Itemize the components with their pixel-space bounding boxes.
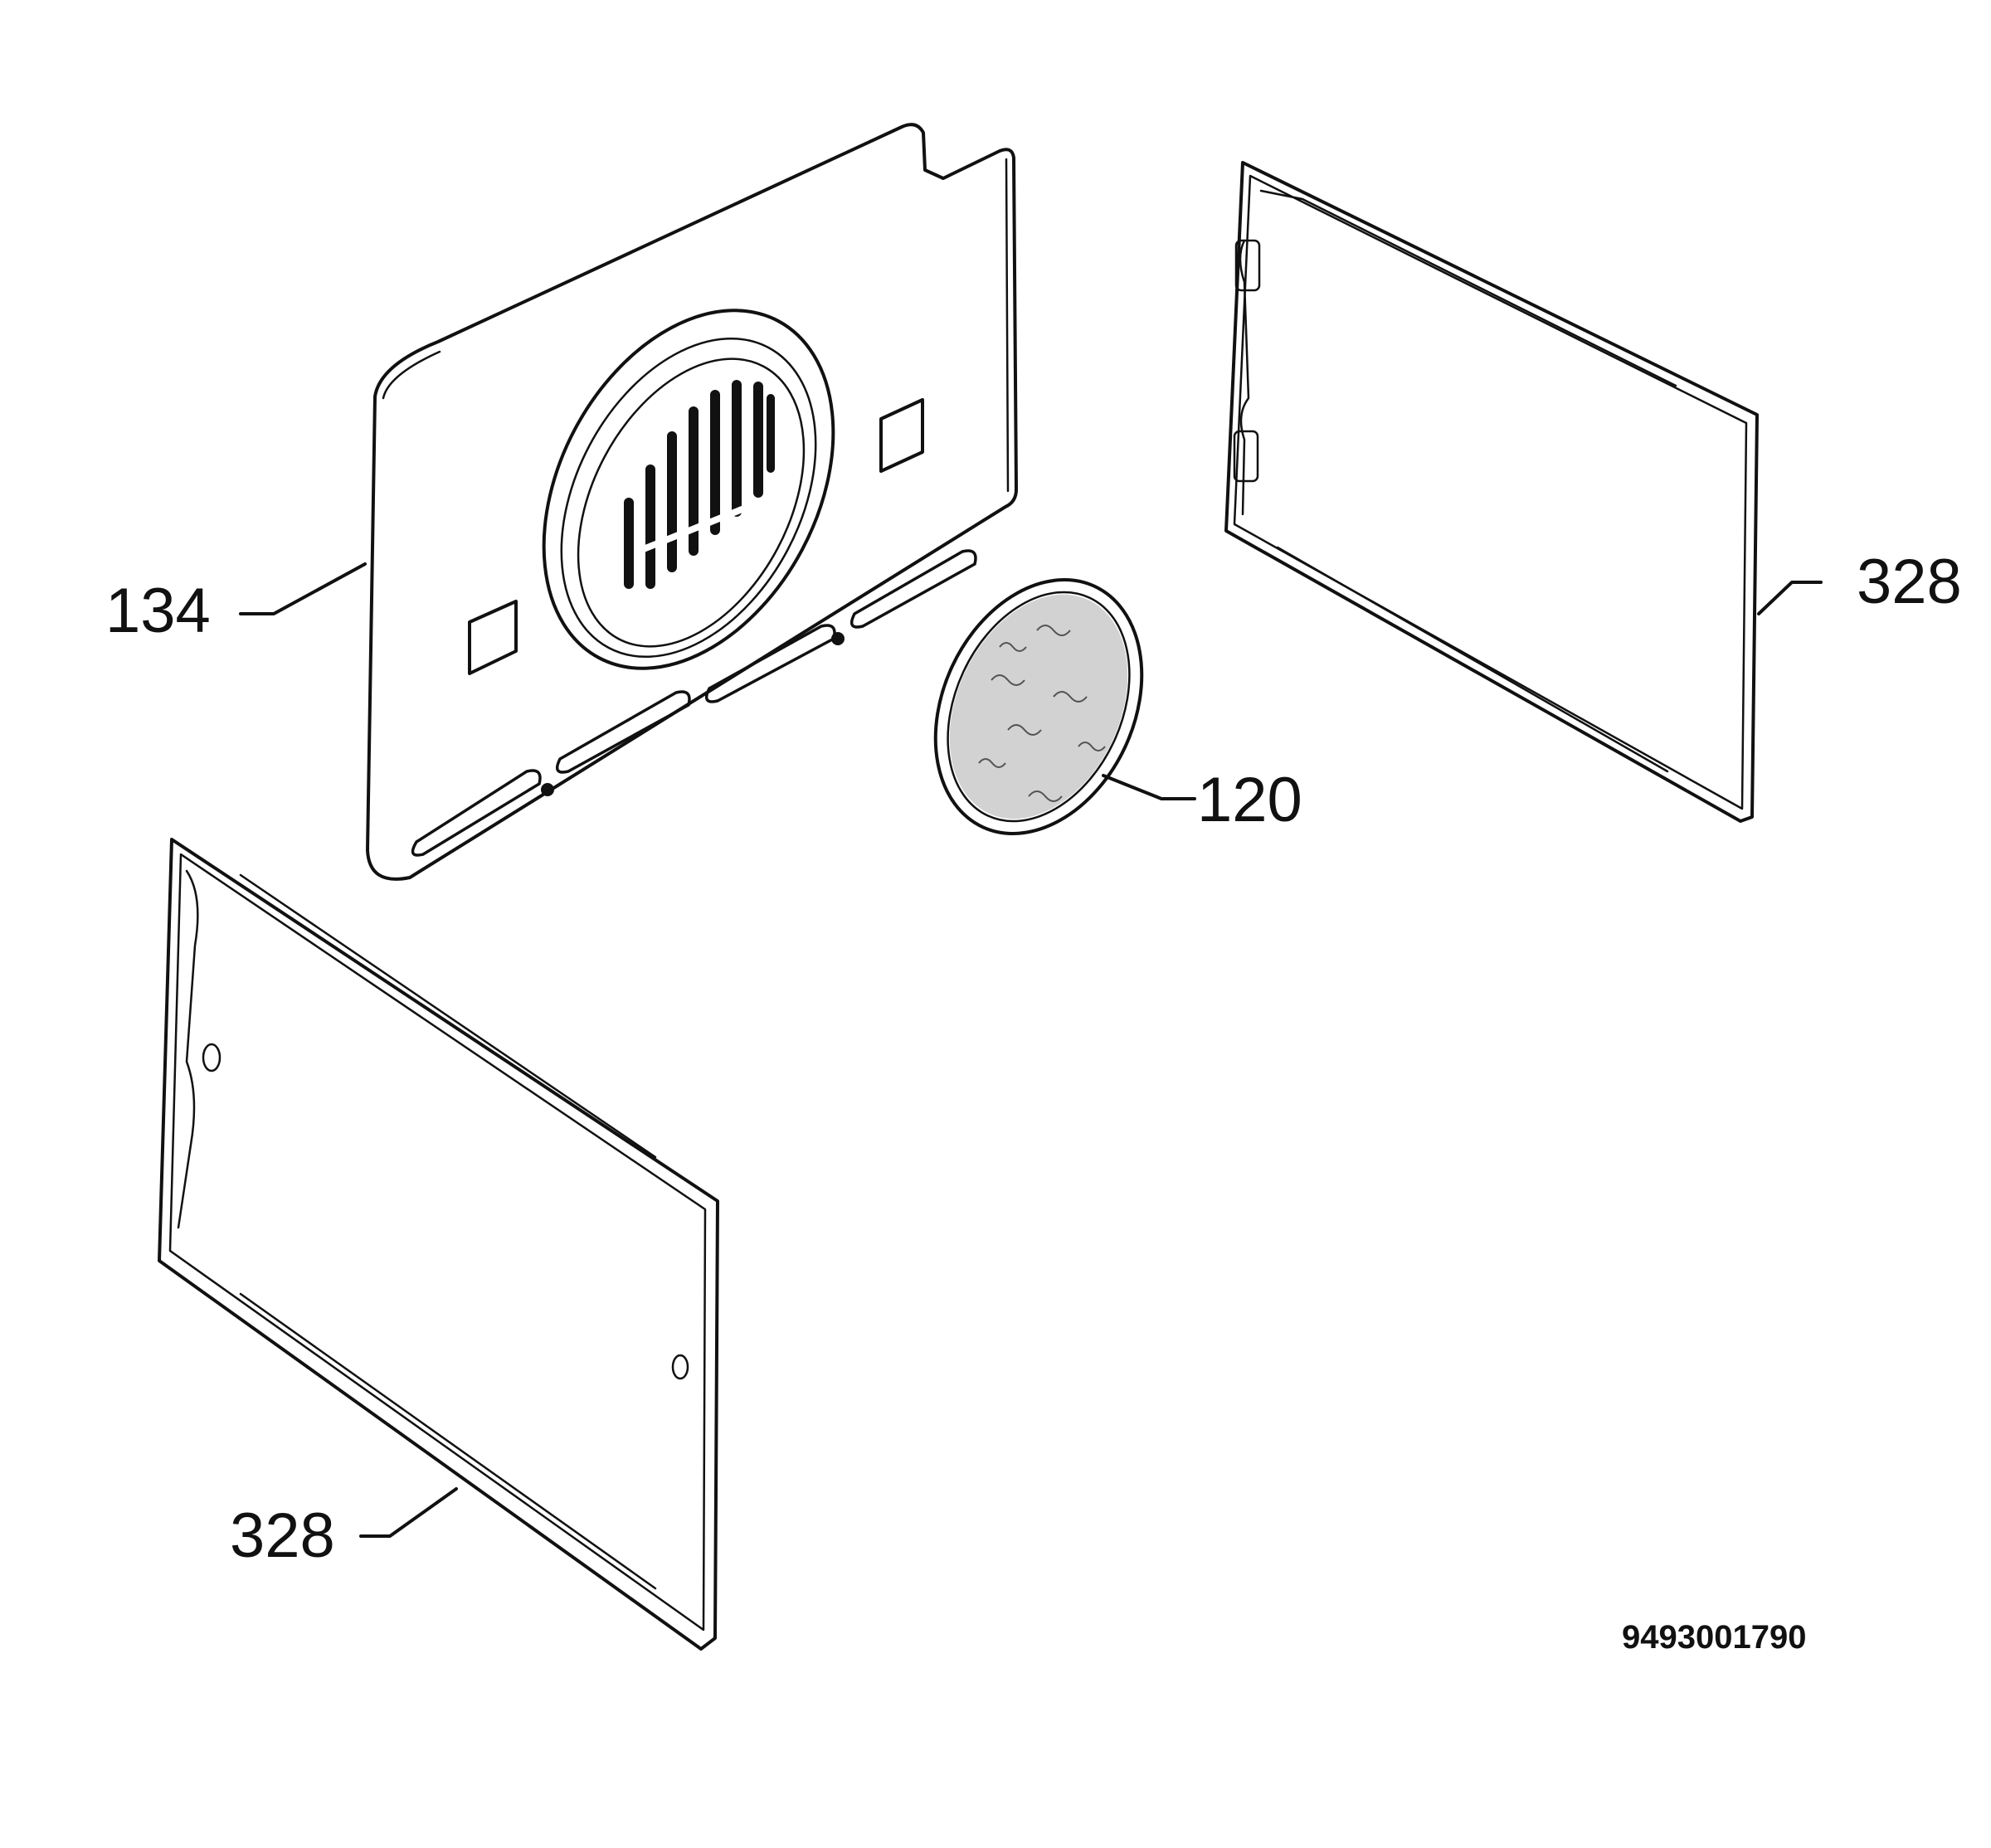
drawing-number: 9493001790 xyxy=(1622,1619,1806,1656)
callout-328-left: 328 xyxy=(230,1500,335,1571)
leader-lines xyxy=(239,562,1823,1538)
callout-120: 120 xyxy=(1197,765,1302,835)
filter-part xyxy=(933,578,1144,835)
gasket-left-part xyxy=(158,838,719,1651)
vent-slots xyxy=(411,549,977,857)
fan-grille xyxy=(624,380,775,589)
callout-134: 134 xyxy=(105,576,211,646)
callout-328-right: 328 xyxy=(1857,547,1962,617)
back-panel-part xyxy=(366,123,1018,881)
gasket-right-part xyxy=(1224,161,1759,823)
